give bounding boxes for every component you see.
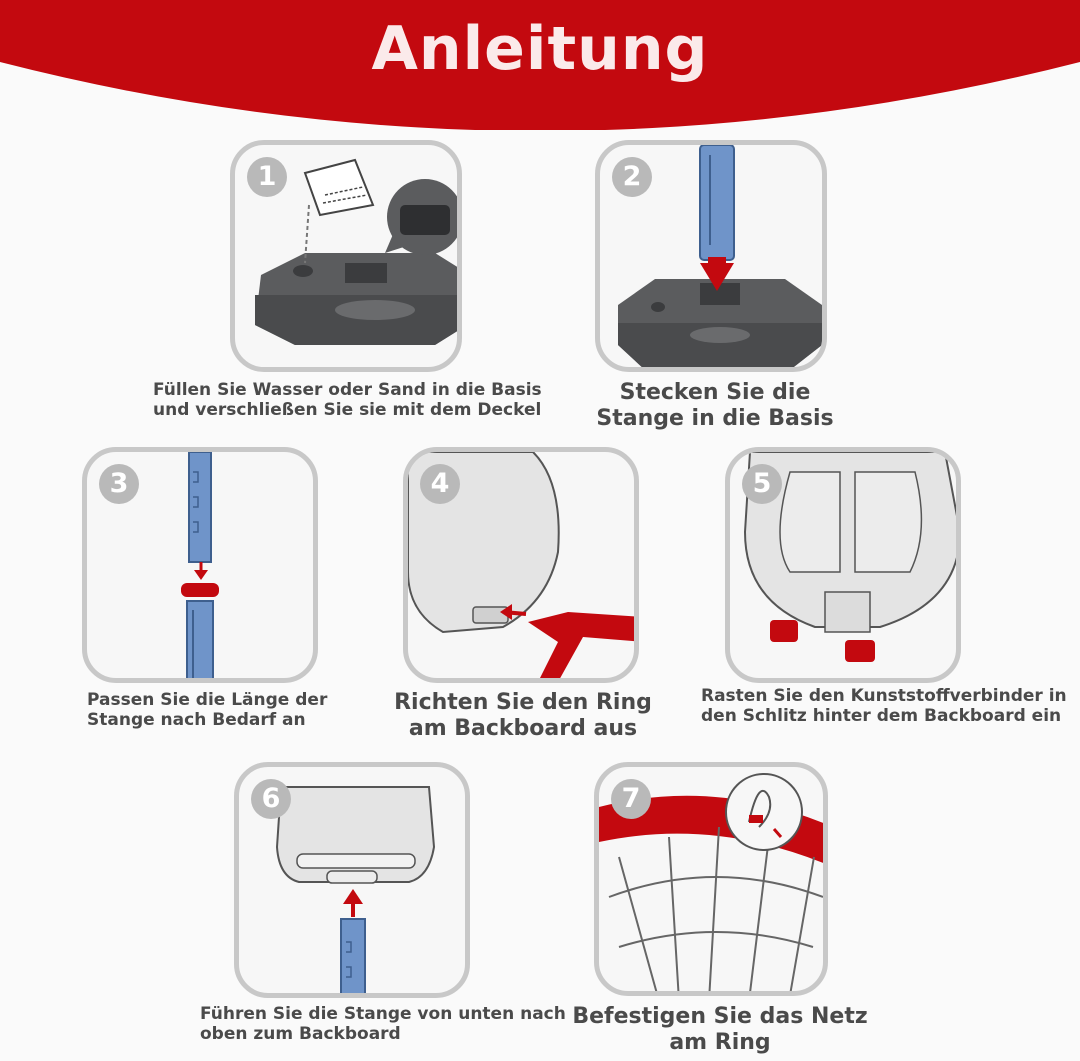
step-4-number: 4	[420, 464, 460, 504]
step-3-panel: 3	[82, 447, 318, 683]
step-6-illustration	[275, 786, 436, 993]
step-5-line-2: den Schlitz hinter dem Backboard ein	[701, 706, 1062, 727]
step-2-number: 2	[612, 157, 652, 197]
step-1-illustration	[255, 158, 457, 345]
step-2-panel: 2	[595, 140, 827, 372]
step-2-line-2: Stange in die Basis	[596, 406, 834, 432]
step-7-line-1: Befestigen Sie das Netz	[572, 1004, 868, 1029]
step-3-line-2: Stange nach Bedarf an	[87, 710, 306, 731]
step-5-number: 5	[742, 464, 782, 504]
step-7-caption: Befestigen Sie das Netz am Ring	[570, 1004, 870, 1057]
step-7-line-2: am Ring	[669, 1030, 771, 1056]
page-title: Anleitung	[371, 14, 709, 84]
step-2-caption: Stecken Sie die Stange in die Basis	[580, 380, 850, 433]
header-banner: Anleitung	[0, 0, 1080, 130]
step-1-caption: Füllen Sie Wasser oder Sand in die Basis…	[153, 380, 542, 421]
step-5-illustration	[743, 452, 956, 662]
step-7-illustration	[599, 773, 823, 991]
step-3-illustration	[181, 452, 219, 678]
step-3-line-1: Passen Sie die Länge der	[87, 690, 328, 710]
step-7-panel: 7	[594, 762, 828, 996]
step-6-line-2: oben zum Backboard	[200, 1024, 401, 1045]
step-6-number: 6	[251, 779, 291, 819]
step-1-line-1: Füllen Sie Wasser oder Sand in die Basis	[153, 380, 542, 400]
step-4-caption: Richten Sie den Ring am Backboard aus	[388, 690, 658, 743]
step-6-caption: Führen Sie die Stange von unten nach obe…	[200, 1004, 566, 1045]
header-arc	[0, 0, 1080, 130]
step-1-line-2: und verschließen Sie sie mit dem Deckel	[153, 400, 542, 421]
step-2-line-1: Stecken Sie die	[619, 380, 811, 405]
step-3-number: 3	[99, 464, 139, 504]
step-3-caption: Passen Sie die Länge der Stange nach Bed…	[87, 690, 327, 731]
step-1-number: 1	[247, 157, 287, 197]
step-6-line-1: Führen Sie die Stange von unten nach	[200, 1004, 566, 1024]
step-2-illustration	[618, 145, 822, 367]
step-4-line-2: am Backboard aus	[408, 716, 638, 742]
step-4-panel: 4	[403, 447, 639, 683]
step-4-line-1: Richten Sie den Ring	[394, 690, 652, 715]
step-5-panel: 5	[725, 447, 961, 683]
step-7-number: 7	[611, 779, 651, 819]
step-5-caption: Rasten Sie den Kunststoffverbinder in de…	[701, 686, 1067, 727]
step-6-panel: 6	[234, 762, 470, 998]
step-1-panel: 1	[230, 140, 462, 372]
step-5-line-1: Rasten Sie den Kunststoffverbinder in	[701, 686, 1067, 706]
